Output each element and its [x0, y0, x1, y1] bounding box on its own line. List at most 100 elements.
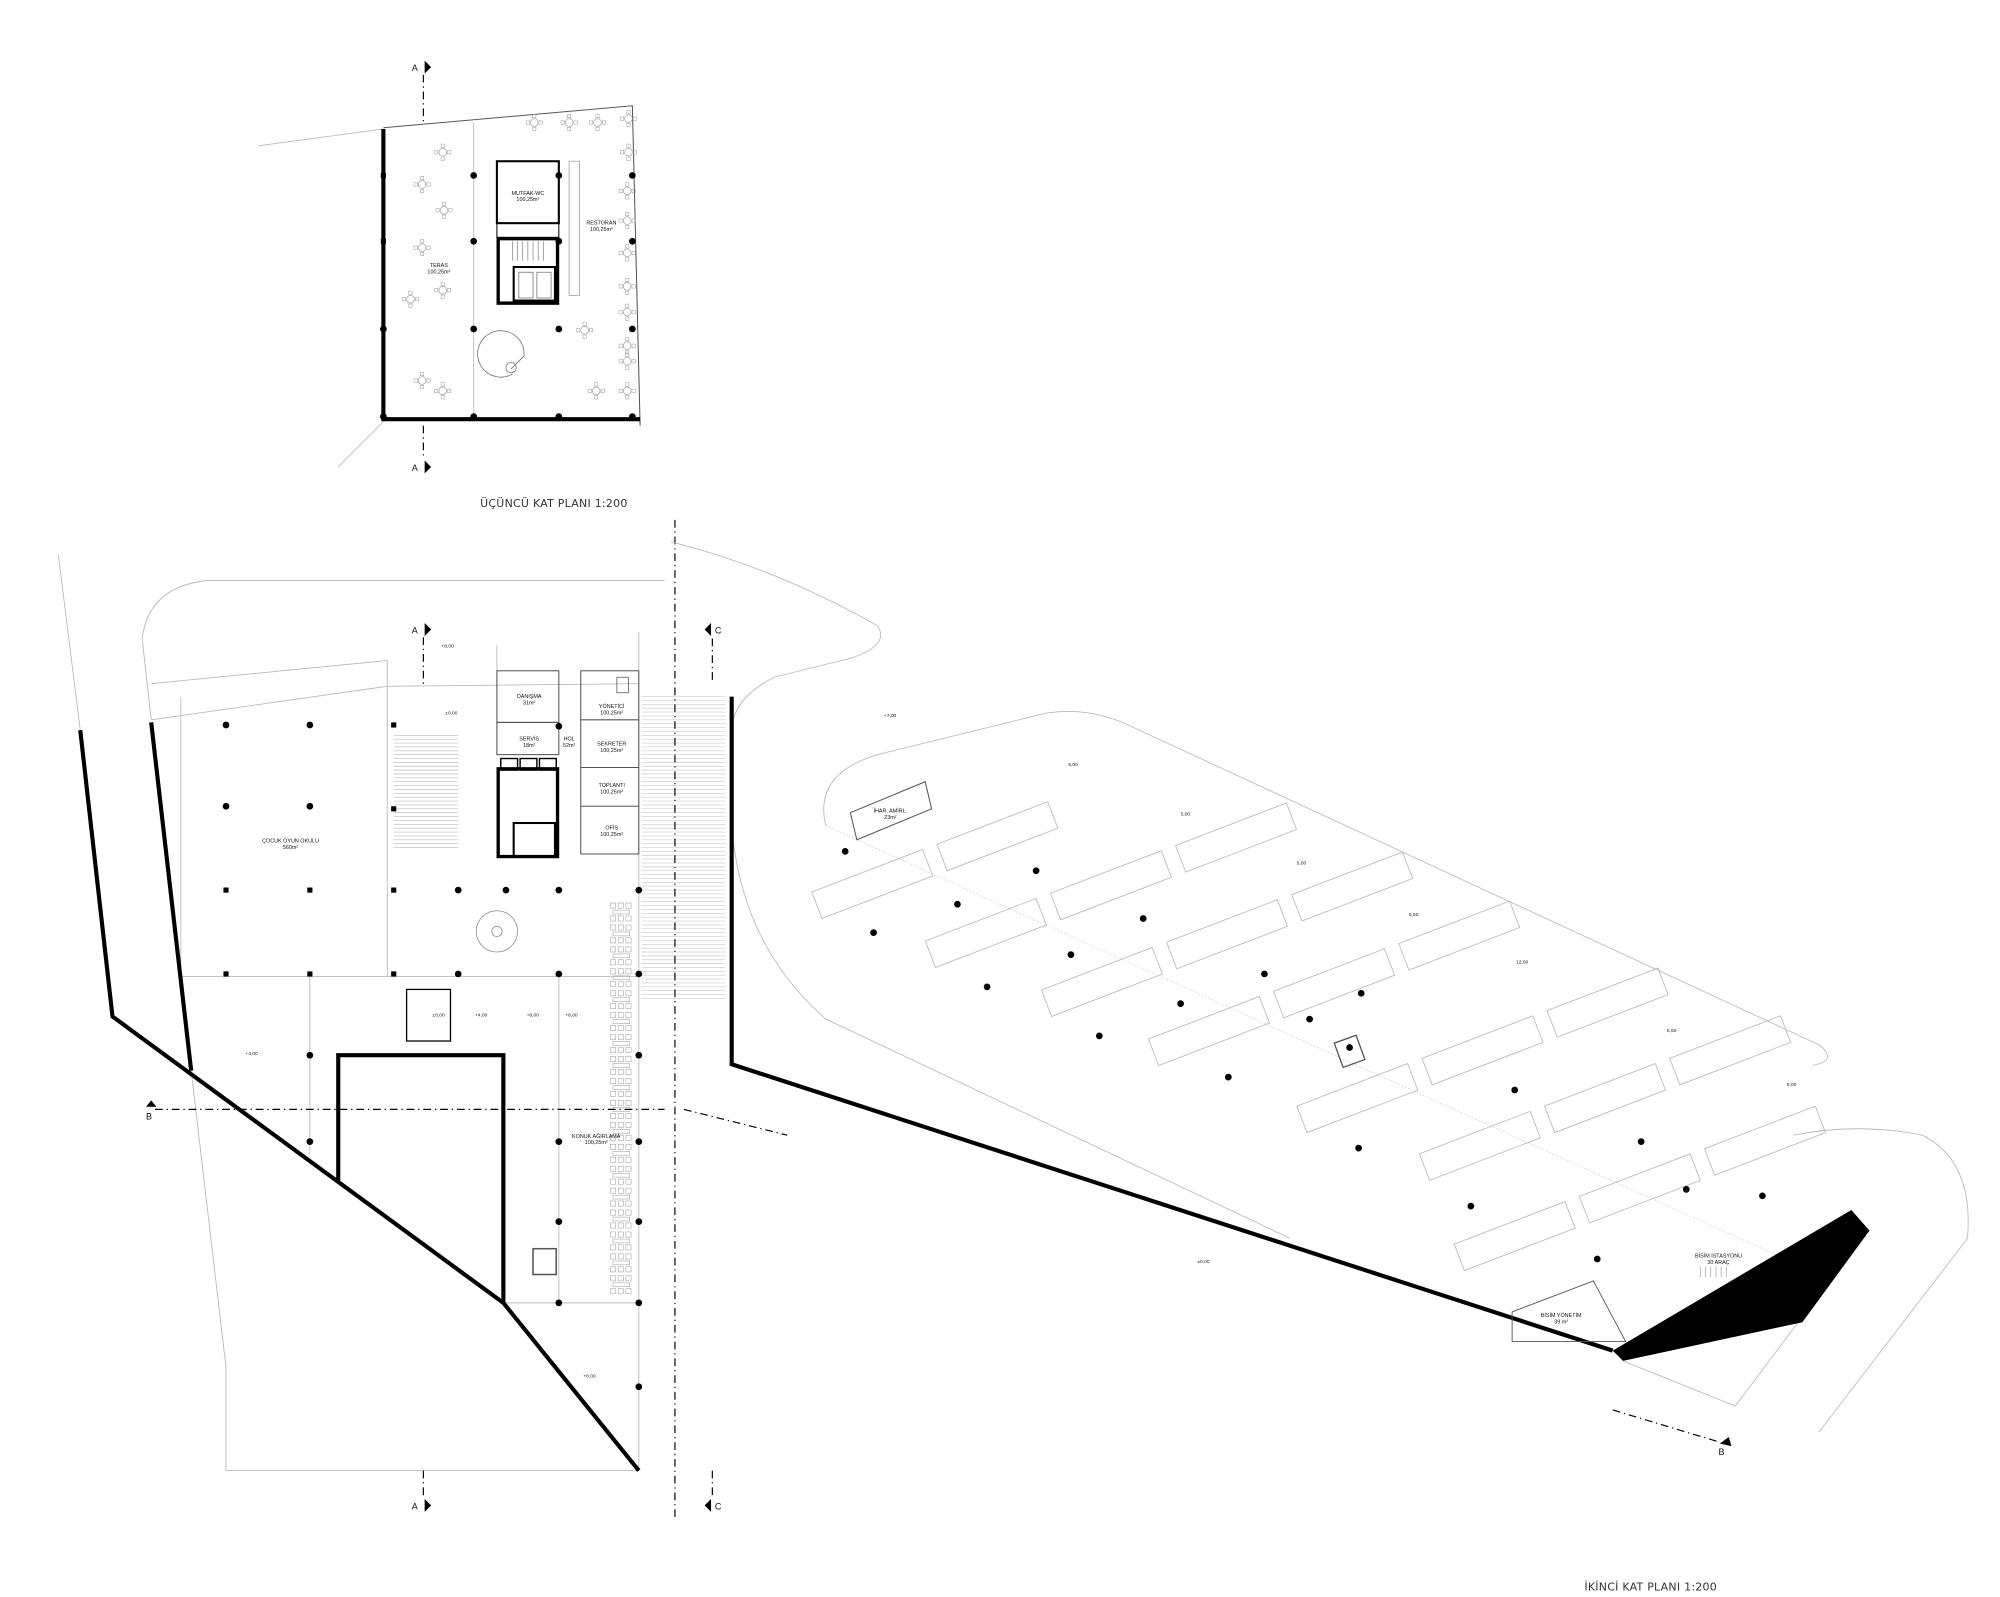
chair-icon — [420, 176, 425, 180]
seat-icon — [617, 1078, 624, 1084]
seat-icon — [610, 1034, 616, 1040]
table-icon — [417, 180, 427, 189]
seat-icon — [625, 1078, 632, 1084]
column — [1306, 1015, 1313, 1023]
room-name: OFİS — [605, 824, 618, 831]
seat-icon — [617, 1200, 624, 1207]
parking-bay — [1291, 851, 1414, 922]
seat-icon — [625, 915, 632, 922]
parking-bay — [1049, 850, 1173, 921]
section-marker-a: A — [412, 63, 418, 73]
chair-icon — [402, 297, 406, 302]
column — [306, 721, 314, 729]
level-mark: +7,00 — [884, 713, 897, 719]
chair-icon — [532, 127, 537, 131]
chair-icon — [631, 359, 636, 364]
seat-icon — [610, 1231, 616, 1238]
seat-icon — [617, 1003, 624, 1010]
seat-icon — [610, 1156, 616, 1163]
dimension-label: 5,00 — [1181, 811, 1191, 817]
chair-icon — [420, 188, 425, 193]
seat-icon — [610, 1253, 616, 1260]
parking-plan: İHAR. AMİRL. 23m² BİSİM İSTASYONU 30 ARA… — [670, 541, 1969, 1594]
dimension-label: 5,00 — [1297, 860, 1307, 866]
dimension-label: 5,50 — [1409, 912, 1419, 918]
second-floor-caption: İKİNCİ KAT PLANI 1:200 — [1584, 1581, 1717, 1594]
column — [635, 1051, 643, 1059]
dimension-label: 5,50 — [1667, 1028, 1677, 1034]
seat-icon — [625, 1122, 632, 1128]
seat-icon — [610, 1091, 616, 1097]
column — [470, 172, 478, 179]
chair-icon — [525, 120, 530, 125]
seat-icon — [612, 1129, 631, 1134]
chair-icon — [582, 334, 587, 339]
seat-icon — [612, 1151, 631, 1156]
chair-icon — [625, 303, 630, 308]
seat-icon — [617, 1222, 624, 1229]
seat-icon — [617, 1091, 624, 1097]
chair-icon — [618, 188, 623, 193]
seat-icon — [612, 931, 631, 937]
column — [555, 325, 563, 333]
chair-icon — [632, 116, 637, 121]
seat-icon — [610, 1025, 616, 1031]
seat-icon — [617, 1122, 624, 1128]
chair-icon — [440, 281, 445, 286]
chair-icon — [618, 284, 623, 289]
column — [1511, 1086, 1519, 1094]
chair-icon — [434, 388, 439, 393]
chair-icon — [440, 382, 445, 387]
column — [1355, 1144, 1362, 1152]
column — [1095, 1032, 1103, 1040]
seat-icon — [617, 1012, 624, 1019]
table-icon — [592, 386, 601, 396]
column — [555, 886, 563, 894]
seat-icon — [617, 1034, 624, 1040]
room-area: 31m² — [523, 700, 536, 706]
chair-icon — [408, 303, 413, 308]
column — [555, 237, 563, 245]
seat-icon — [617, 1275, 624, 1282]
seat-icon — [610, 981, 616, 988]
parking-bay — [1147, 995, 1271, 1067]
column — [306, 1051, 314, 1059]
table-icon — [417, 243, 427, 252]
level-mark: ±0,00 — [445, 711, 457, 717]
chair-icon — [626, 110, 631, 115]
table-icon — [593, 118, 602, 127]
seat-icon — [610, 1112, 616, 1119]
chair-icon — [435, 208, 440, 213]
parking-bay — [1453, 1201, 1576, 1272]
seat-icon — [612, 1019, 631, 1024]
chair-icon — [631, 388, 636, 393]
column — [555, 970, 563, 978]
seat-icon — [625, 1231, 632, 1238]
seat-icon — [625, 1244, 632, 1251]
column — [629, 237, 636, 245]
column — [555, 1218, 563, 1225]
column — [380, 238, 386, 244]
chair-icon — [626, 143, 631, 148]
column — [307, 971, 313, 977]
table-icon — [530, 118, 539, 127]
seat-icon — [610, 924, 616, 931]
seat-icon — [617, 1244, 624, 1251]
column — [555, 1299, 563, 1307]
seat-icon — [625, 1012, 632, 1019]
chair-icon — [589, 120, 594, 125]
seat-icon — [612, 1238, 631, 1244]
chair-icon — [442, 201, 446, 206]
chair-icon — [420, 372, 425, 377]
section-marker-c: C — [715, 1501, 722, 1511]
chair-icon — [618, 359, 623, 364]
seat-icon — [612, 1282, 631, 1288]
seat-icon — [612, 1085, 631, 1090]
column — [629, 172, 636, 179]
chair-icon — [618, 310, 623, 315]
chair-icon — [625, 195, 630, 200]
second-floor-plan: DANIŞMA 31m² YÖNETİCİ 100,25m² SERVİS 18… — [57, 519, 788, 1520]
seat-icon — [625, 1069, 632, 1075]
table-icon — [438, 148, 447, 157]
